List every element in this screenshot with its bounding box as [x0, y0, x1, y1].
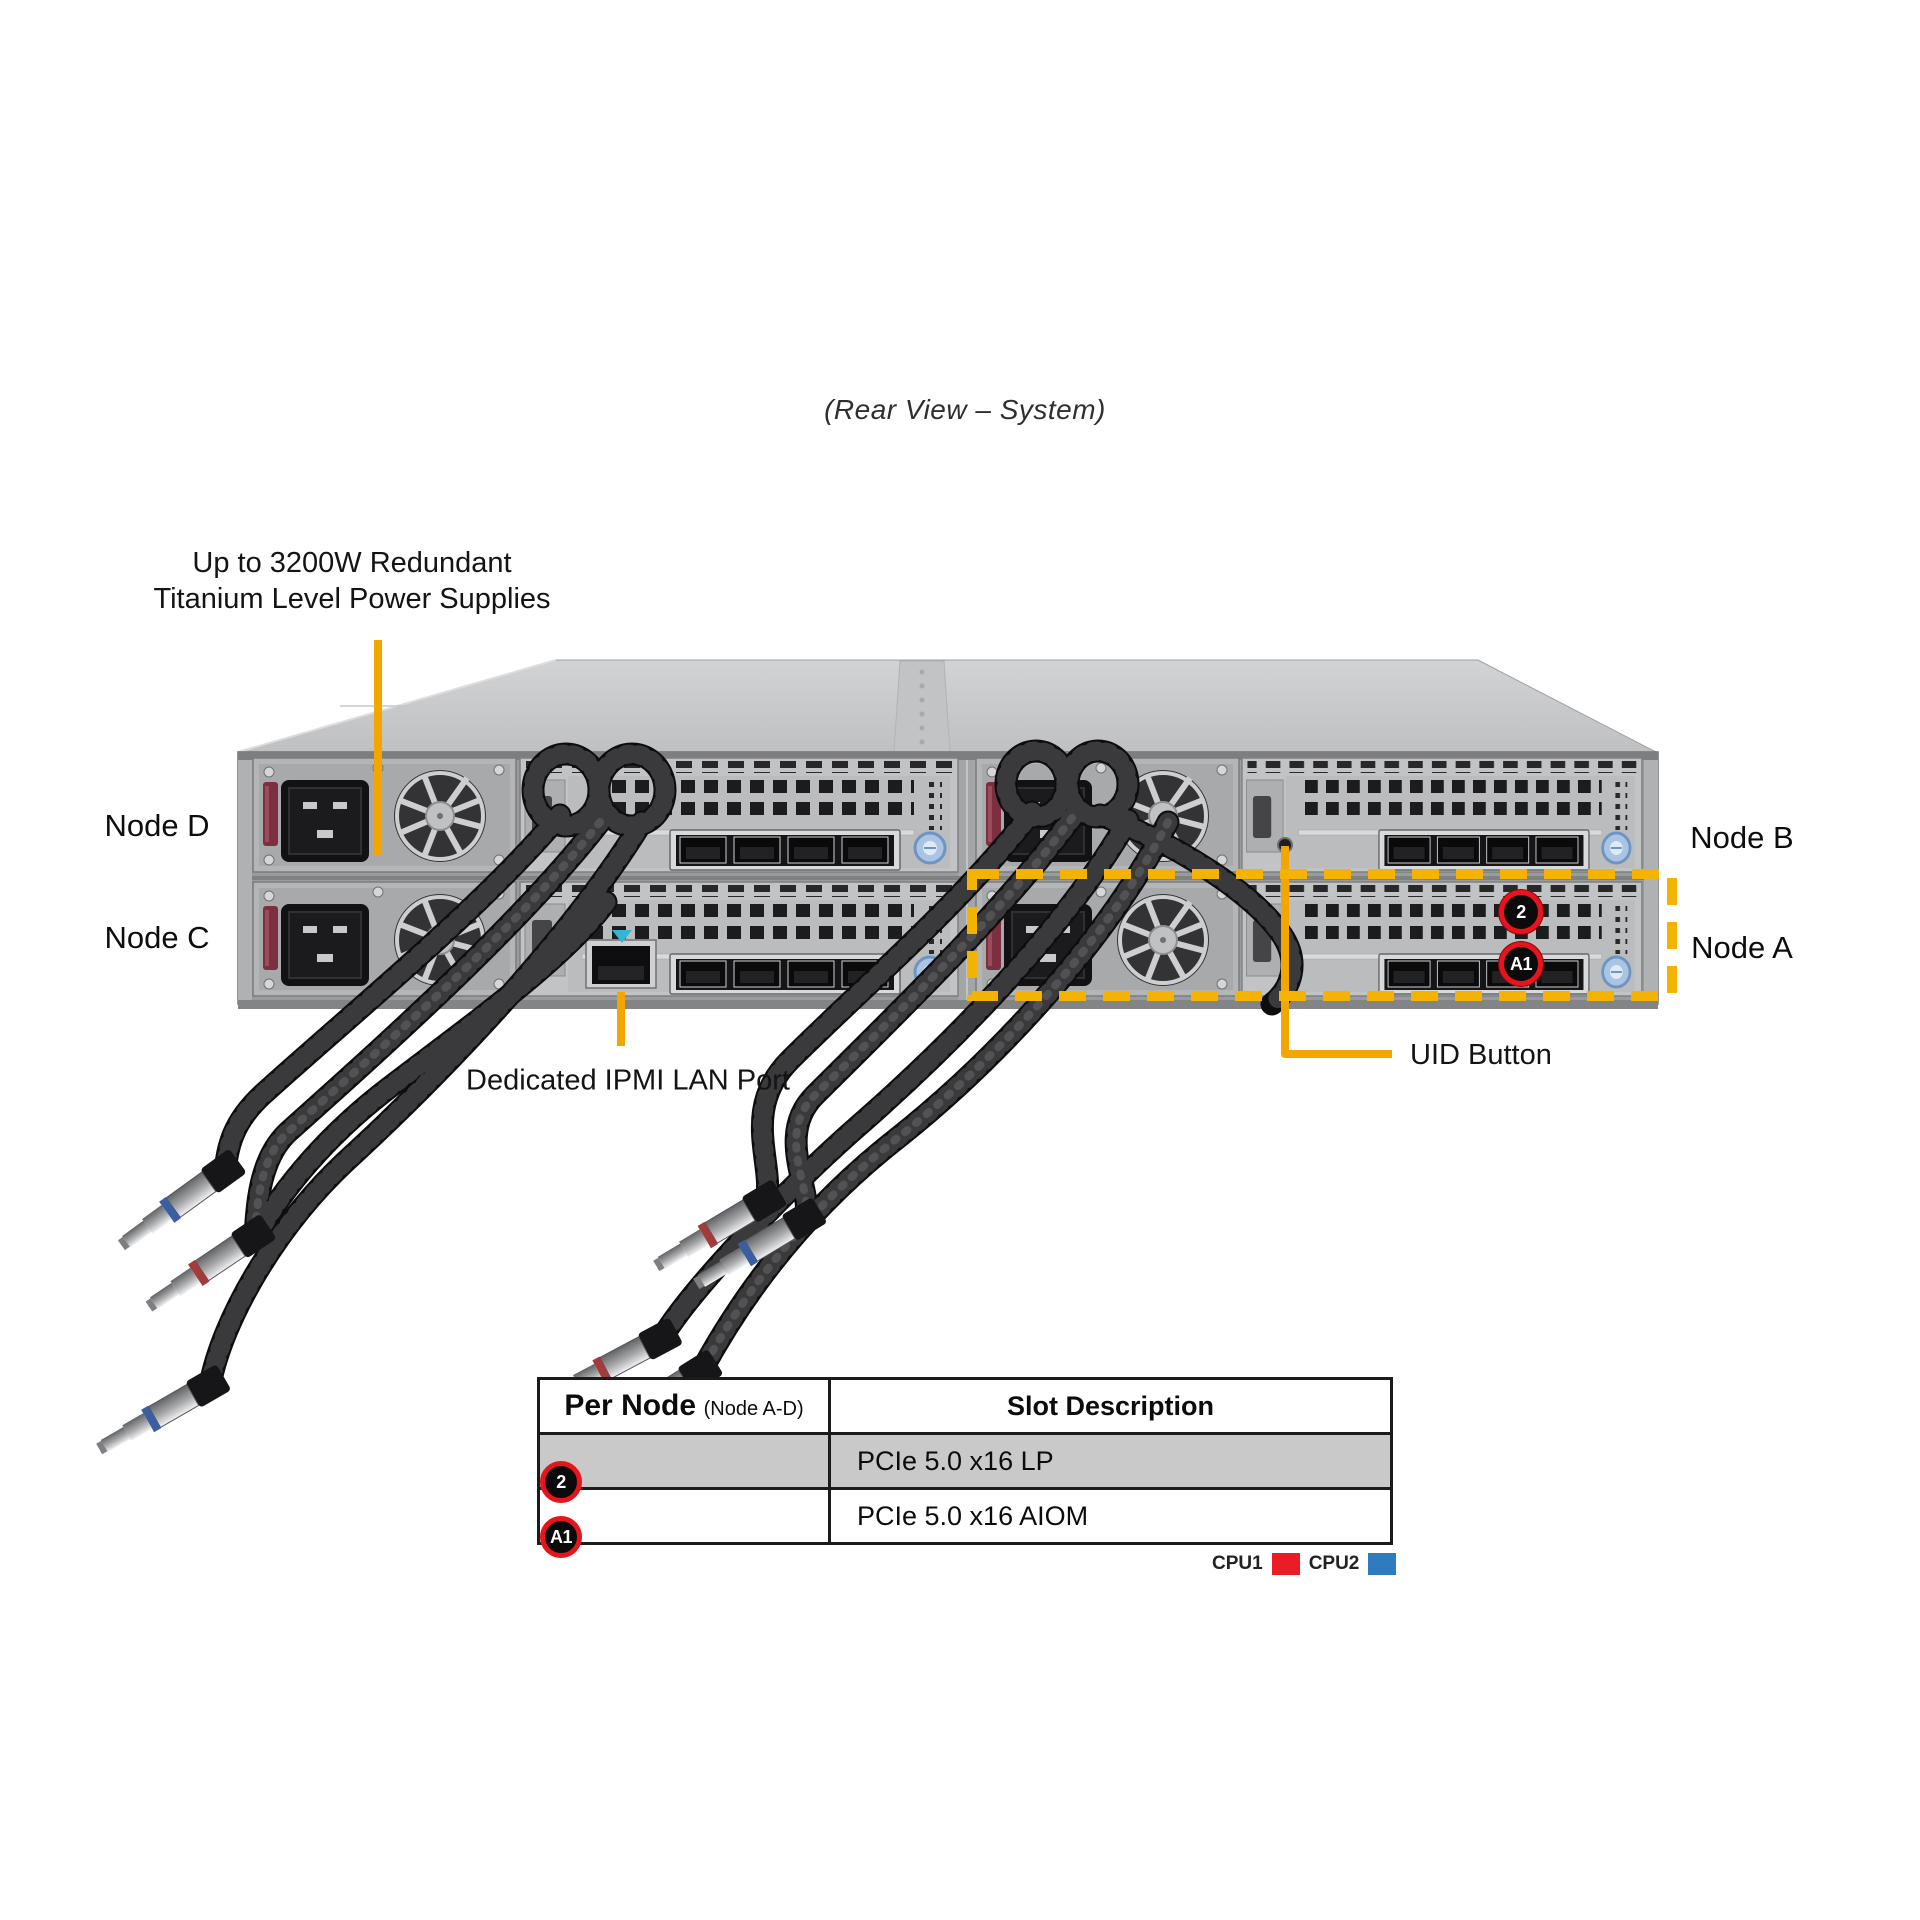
- node-a-highlight-box: [967, 869, 1677, 1001]
- slot-2-badge: 2: [1499, 890, 1543, 934]
- slot-a1-table-badge: A1: [540, 1516, 582, 1558]
- slot-table: Per Node (Node A-D) Slot Description 2 P…: [537, 1377, 1393, 1558]
- psu-annotation: Up to 3200W Redundant Titanium Level Pow…: [153, 545, 550, 617]
- node-b-label: Node B: [1690, 820, 1794, 855]
- slot-2-description: PCIe 5.0 x16 LP: [828, 1432, 1393, 1490]
- node-d-label: Node D: [104, 808, 210, 843]
- per-node-title: Per Node: [564, 1389, 697, 1422]
- psu-annotation-line1: Up to 3200W Redundant: [192, 547, 512, 579]
- node-a-label: Node A: [1691, 930, 1793, 965]
- slot-a1-description: PCIe 5.0 x16 AIOM: [828, 1487, 1393, 1545]
- cpu1-color-swatch: [1271, 1553, 1300, 1575]
- cpu1-label: CPU1: [1212, 1553, 1263, 1574]
- slot-2-table-badge: 2: [540, 1461, 582, 1503]
- table-row: A1 PCIe 5.0 x16 AIOM: [537, 1487, 1393, 1558]
- node-c-label: Node C: [104, 920, 210, 955]
- table-header-row: Per Node (Node A-D) Slot Description: [537, 1377, 1393, 1435]
- cpu2-label: CPU2: [1308, 1553, 1360, 1574]
- uid-label: UID Button: [1410, 1039, 1552, 1071]
- ipmi-label: Dedicated IPMI LAN Port: [466, 1064, 790, 1097]
- table-row: 2 PCIe 5.0 x16 LP: [537, 1432, 1393, 1503]
- slot-2-cell: 2: [537, 1432, 831, 1503]
- slot-a1-badge: A1: [1499, 942, 1543, 986]
- slot-description-header: Slot Description: [828, 1377, 1393, 1435]
- per-node-header: Per Node (Node A-D): [537, 1377, 831, 1435]
- cpu2-color-swatch: [1368, 1553, 1397, 1575]
- diagram-title: (Rear View – System): [824, 394, 1106, 425]
- callout-lines: [374, 640, 1677, 1058]
- psu-annotation-line2: Titanium Level Power Supplies: [153, 583, 551, 615]
- cpu-legend: CPU1 CPU2: [1212, 1553, 1397, 1575]
- per-node-subtitle: (Node A-D): [703, 1398, 804, 1420]
- slot-a1-cell: A1: [537, 1487, 831, 1558]
